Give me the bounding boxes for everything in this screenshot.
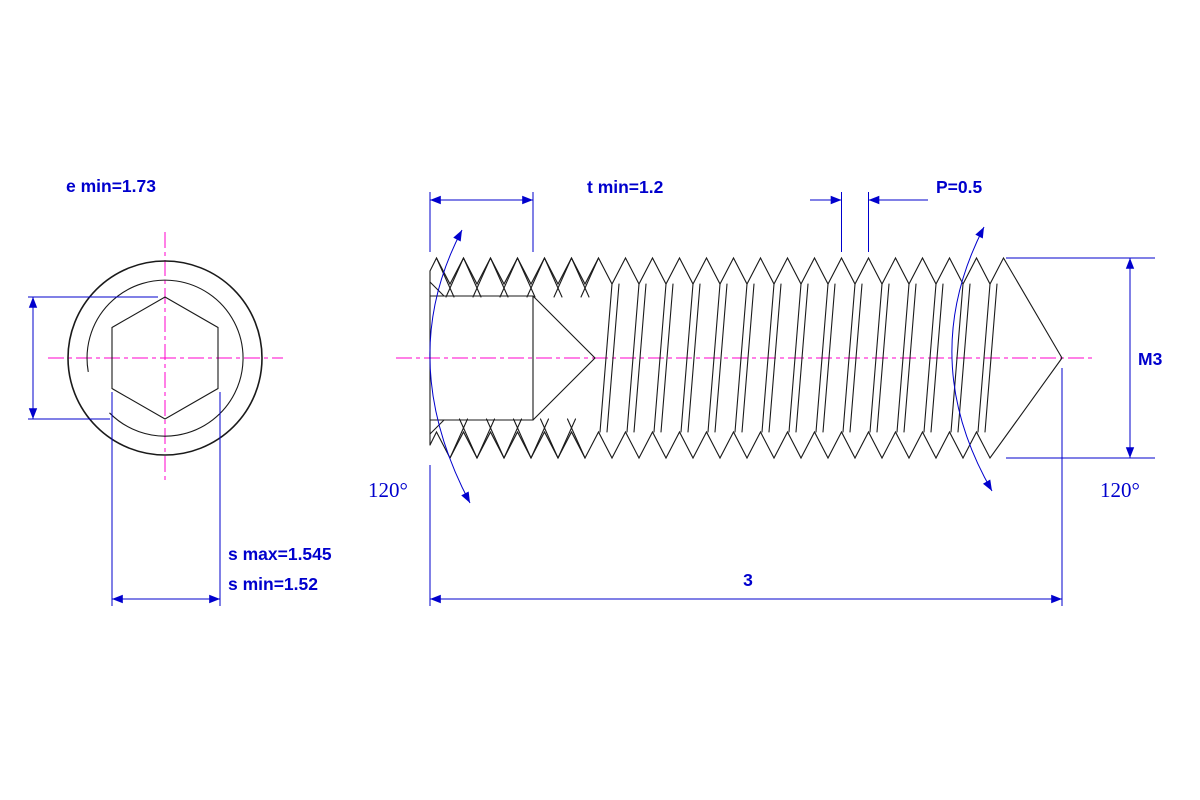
thread-line	[707, 283, 721, 433]
angle-left-label: 120°	[368, 478, 408, 502]
thread-line	[553, 257, 573, 298]
thread-line	[570, 257, 590, 298]
e-min-label: e min=1.73	[66, 176, 156, 196]
dimensions: e min=1.73 s max=1.545 s min=1.52 t min=…	[28, 176, 1163, 606]
thread-line	[489, 257, 509, 298]
thread-line	[476, 418, 496, 459]
thread-line	[876, 283, 890, 433]
thread-line	[445, 257, 465, 298]
thread-line	[842, 283, 856, 433]
thread-line	[903, 283, 917, 433]
hex-socket-outline	[111, 296, 219, 420]
thread-line	[930, 283, 944, 433]
thread-line	[734, 283, 748, 433]
thread-line	[462, 257, 482, 298]
outer-diameter-circle	[67, 260, 263, 456]
thread-line	[566, 418, 586, 459]
thread-line	[768, 283, 782, 433]
thread-line	[653, 283, 667, 433]
thread-line	[714, 283, 728, 433]
chamfer-circle	[86, 279, 244, 437]
thread-line	[687, 283, 701, 433]
thread-line	[950, 283, 964, 433]
thread-line	[680, 283, 694, 433]
thread-line	[516, 257, 536, 298]
thread-line	[580, 257, 600, 298]
thread-line	[606, 283, 620, 433]
thread-line	[472, 257, 492, 298]
thread-line	[499, 257, 519, 298]
thread-line	[923, 283, 937, 433]
thread-line	[957, 283, 971, 433]
thread-line	[429, 357, 1063, 460]
thread-line	[869, 283, 883, 433]
thread-line	[503, 418, 523, 459]
angle-arc-right	[951, 226, 993, 492]
thread-line	[539, 418, 559, 459]
thread-line	[543, 257, 563, 298]
angle-right-label: 120°	[1100, 478, 1140, 502]
thread-line	[815, 283, 829, 433]
s-max-label: s max=1.545	[228, 544, 332, 564]
s-min-label: s min=1.52	[228, 574, 318, 594]
t-min-label: t min=1.2	[587, 177, 664, 197]
thread-line	[599, 283, 613, 433]
thread-line	[761, 283, 775, 433]
thread-line	[530, 418, 550, 459]
thread-line	[435, 257, 455, 298]
thread-size-label: M3	[1138, 349, 1163, 369]
thread-line	[822, 283, 836, 433]
thread-line	[526, 257, 546, 298]
thread-line	[741, 283, 755, 433]
thread-line	[896, 283, 910, 433]
socket-entry-chamfer-bottom	[429, 419, 445, 435]
thread-line	[557, 418, 577, 459]
thread-line	[660, 283, 674, 433]
thread-line	[458, 418, 478, 459]
thread-line	[849, 283, 863, 433]
thread-line	[795, 283, 809, 433]
socket-entry-chamfer-top	[429, 281, 445, 297]
length-label: 3	[743, 570, 753, 590]
pitch-label: P=0.5	[936, 177, 982, 197]
thread-line	[485, 418, 505, 459]
thread-line	[633, 283, 647, 433]
end-view	[67, 260, 263, 456]
thread-line	[449, 418, 469, 459]
thread-line	[788, 283, 802, 433]
angle-arc-left	[429, 229, 471, 504]
thread-line	[512, 418, 532, 459]
thread-line	[626, 283, 640, 433]
socket-cone-bottom	[532, 295, 596, 421]
